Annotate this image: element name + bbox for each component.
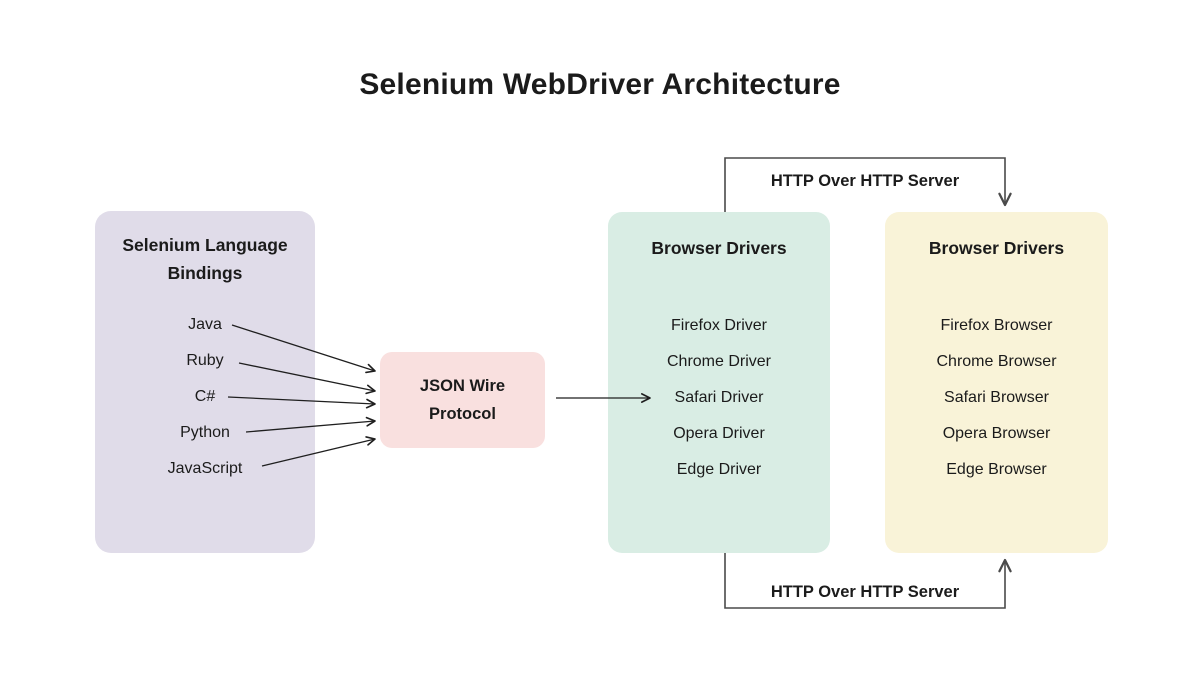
language-java: Java bbox=[188, 316, 222, 333]
driver-chrome: Chrome Driver bbox=[666, 353, 771, 370]
language-list: Java Ruby C# Python JavaScript bbox=[95, 307, 315, 487]
http-bottom-label: HTTP Over HTTP Server bbox=[770, 583, 960, 601]
browser-edge: Edge Browser bbox=[946, 461, 1047, 478]
browser-list: Firefox Browser Chrome Browser Safari Br… bbox=[885, 308, 1108, 488]
browsers-header: Browser Drivers bbox=[928, 238, 1065, 258]
browser-drivers-box: Browser Drivers Firefox Driver Chrome Dr… bbox=[608, 212, 830, 553]
driver-opera: Opera Driver bbox=[673, 425, 765, 442]
driver-safari: Safari Driver bbox=[674, 389, 764, 406]
language-python: Python bbox=[180, 424, 230, 441]
driver-list: Firefox Driver Chrome Driver Safari Driv… bbox=[608, 308, 830, 488]
language-bindings-header-text: Selenium Language Bindings bbox=[122, 235, 288, 283]
browser-drivers-header: Browser Drivers bbox=[651, 238, 787, 258]
browser-opera: Opera Browser bbox=[942, 425, 1051, 442]
page-title: Selenium WebDriver Architecture bbox=[359, 68, 841, 101]
browser-safari: Safari Browser bbox=[944, 389, 1049, 406]
json-wire-protocol-box: JSON Wire Protocol bbox=[380, 352, 545, 448]
http-top-label: HTTP Over HTTP Server bbox=[770, 172, 960, 190]
language-ruby: Ruby bbox=[186, 352, 224, 369]
language-bindings-box: Selenium Language Bindings Java Ruby C# … bbox=[95, 211, 315, 553]
language-csharp: C# bbox=[194, 388, 216, 405]
driver-firefox: Firefox Driver bbox=[670, 317, 767, 334]
driver-edge: Edge Driver bbox=[676, 461, 762, 478]
json-wire-protocol-label: JSON Wire Protocol bbox=[419, 377, 506, 423]
browser-chrome: Chrome Browser bbox=[936, 353, 1057, 370]
language-bindings-header: Selenium Language Bindings bbox=[95, 211, 315, 287]
language-javascript: JavaScript bbox=[167, 460, 243, 477]
browser-firefox: Firefox Browser bbox=[940, 317, 1053, 334]
browsers-box: Browser Drivers Firefox Browser Chrome B… bbox=[885, 212, 1108, 553]
